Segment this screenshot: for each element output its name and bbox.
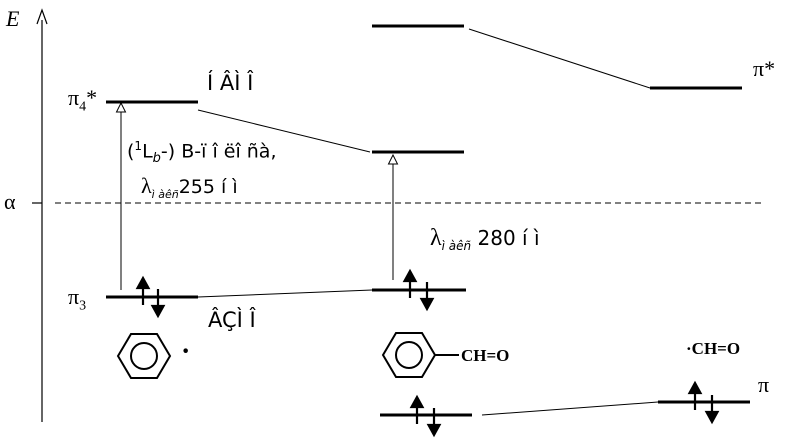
lambda-1-value: 255 í ì [178,176,238,198]
benzaldehyde-group-label: CH=O [461,346,510,365]
lambda-1-subscript: ì àêñ [151,187,179,201]
alpha-label: α [4,189,16,214]
lambda-2-label: λì àêñ 280 í ì [430,226,540,252]
pi4-star: * [86,85,98,110]
pi3-subscript: 3 [79,298,87,314]
lambda-2-value: 280 í ì [477,226,540,250]
transition-1-rest: -) B-ï î ëî ñà, [160,140,277,163]
vzmo-label: ÂÇÌ Î [208,308,256,332]
lambda-2-symbol: λ [430,225,442,251]
transition-1-b: b [152,151,161,167]
correlation-line [468,28,651,89]
benzene-ring-icon [116,333,172,379]
transition-1-L: L [142,140,153,163]
benzyl-radical-dot: · [181,336,191,367]
transition-1-label: (1Lb-) B-ï î ëî ñà, [127,140,277,165]
transition-1-sup: 1 [134,139,143,153]
pi4-symbol: π [68,85,80,110]
pi4-subscript: 4 [79,99,87,115]
lambda-1-symbol: λ [141,173,152,198]
correlation-line [197,109,371,153]
correlation-line [481,401,659,416]
pi3-label: π3 [68,286,86,313]
electron-pair [135,275,166,319]
benzene-ring-icon [381,332,459,378]
nsmo-label: Í ÂÌ Î [207,71,254,95]
transition-1-open: ( [127,140,135,163]
pi-star-label: π* [753,56,776,81]
correlation-line [197,289,373,298]
transition-arrowhead [387,153,399,165]
transition-arrowhead [115,101,127,113]
electron-pair [687,380,720,425]
electron-pair [402,268,435,312]
lambda-2-subscript: ì àêñ [441,239,472,253]
energy-axis-label: E [6,6,20,31]
pi4-star-label: π4* [68,87,97,114]
lambda-1-label: λì àêñ255 í ì [141,175,238,200]
energy-axis-arrowhead [36,8,48,25]
electron-pair [409,394,442,438]
pi-label: π [758,372,770,397]
formyl-radical-label: ·CH=O [686,339,741,358]
pi3-symbol: π [68,284,80,309]
